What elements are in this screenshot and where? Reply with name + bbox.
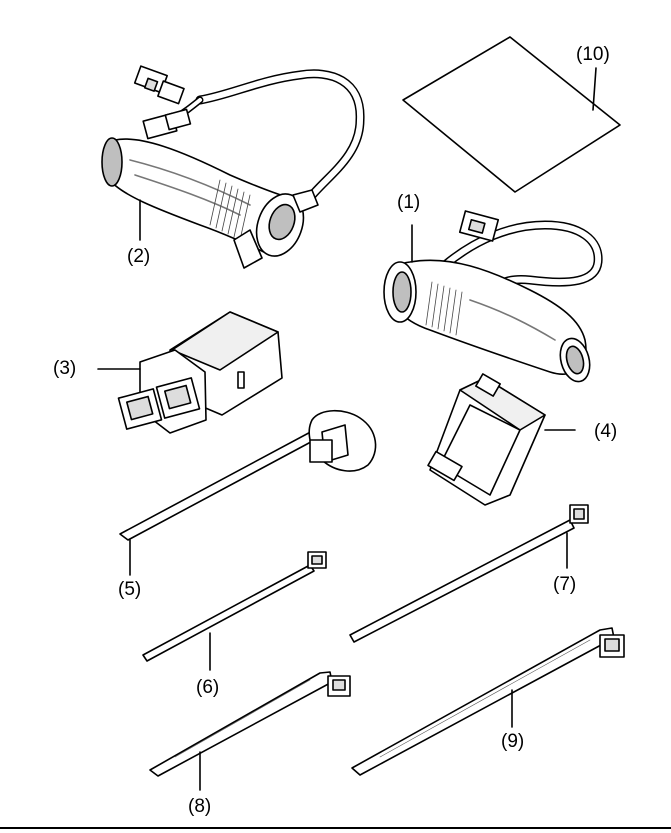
label-part-3: (3) — [53, 358, 77, 379]
long-cable-tie-icon — [349, 504, 589, 643]
heated-grip-with-switch-icon — [101, 65, 365, 269]
cable-tie-icon — [351, 627, 625, 776]
bottom-divider — [0, 827, 671, 829]
label-part-5: (5) — [118, 579, 142, 600]
label-part-8: (8) — [188, 796, 212, 817]
clip-cable-tie-icon — [119, 409, 377, 576]
heated-grip-icon — [383, 210, 603, 383]
label-part-6: (6) — [196, 677, 220, 698]
short-cable-tie-icon — [142, 551, 327, 671]
label-part-4: (4) — [594, 421, 618, 442]
cable-tie-icon — [149, 671, 351, 791]
connector-cover-icon — [427, 373, 576, 506]
label-part-7: (7) — [553, 574, 577, 595]
label-part-10: (10) — [576, 44, 610, 65]
connector-icon — [97, 311, 283, 434]
label-part-2: (2) — [127, 246, 151, 267]
sheet-icon — [402, 36, 621, 193]
label-part-1: (1) — [397, 192, 421, 213]
label-part-9: (9) — [501, 731, 525, 752]
